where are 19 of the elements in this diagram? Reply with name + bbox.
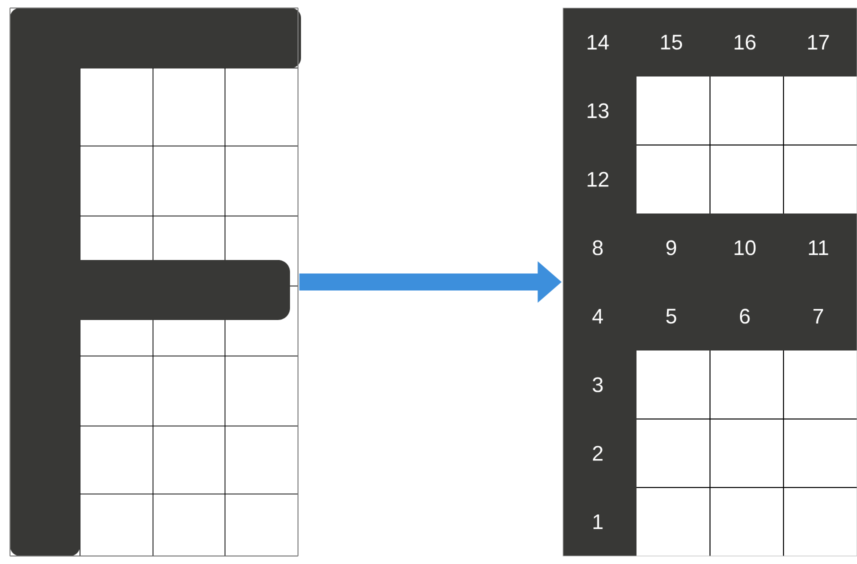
cell-number: 9 — [666, 240, 676, 256]
cell-number: 12 — [588, 172, 608, 187]
cell-number: 11 — [808, 240, 828, 255]
cell-number: 1 — [594, 514, 603, 529]
number-grid-drawing — [562, 8, 857, 556]
cell-number: 10 — [734, 240, 756, 256]
cell-number: 13 — [588, 103, 608, 118]
cell-number: 8 — [592, 240, 603, 256]
cell-number: 4 — [592, 309, 603, 324]
cell-number: 7 — [814, 309, 824, 324]
cell-number: 17 — [808, 35, 829, 50]
cell-number: 14 — [588, 35, 609, 50]
cell-number: 16 — [734, 34, 756, 50]
cell-number: 15 — [661, 34, 682, 50]
cell-number: 2 — [592, 446, 603, 461]
cell-number: 3 — [592, 377, 603, 392]
letter-grid-drawing — [10, 8, 301, 556]
cell-number: 5 — [666, 308, 676, 324]
cell-number: 6 — [740, 308, 750, 324]
